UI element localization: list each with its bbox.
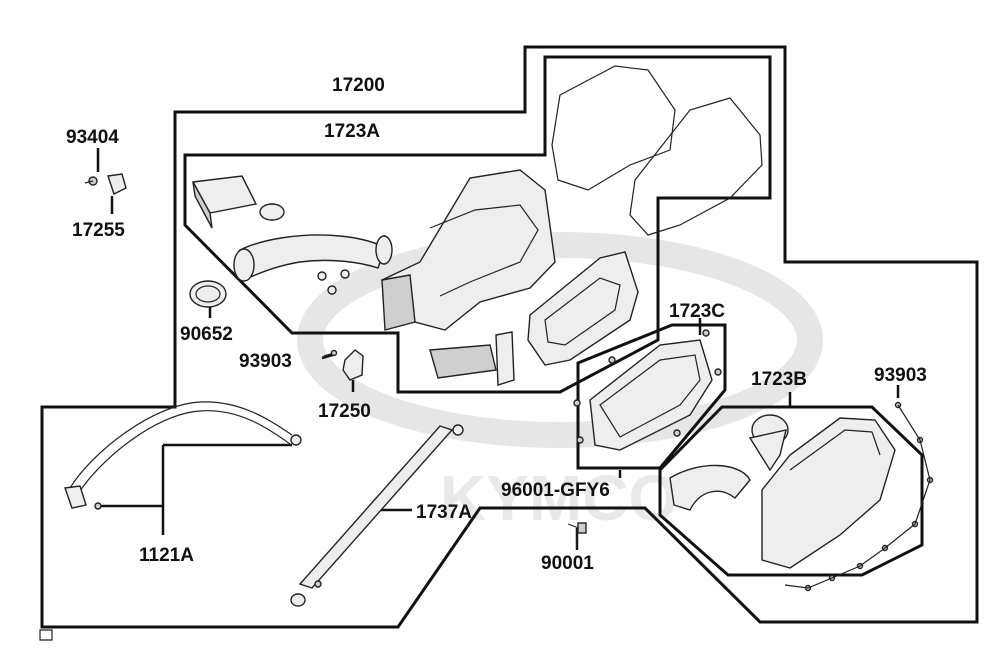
part-93903-screws-right — [784, 401, 934, 592]
part-small-fittings — [317, 269, 350, 295]
part-gasket-2 — [629, 97, 763, 236]
part-1723B-resonator — [748, 414, 896, 569]
label-93903-right: 93903 — [874, 365, 927, 386]
frame-1723A — [183, 55, 772, 394]
part-1737A-tube — [290, 424, 464, 607]
part-clamp-small — [259, 203, 285, 221]
label-96001-GFY6: 96001-GFY6 — [501, 480, 610, 501]
part-air-cleaner-case — [380, 169, 556, 331]
frame-1723B — [658, 405, 924, 577]
part-air-duct-box — [191, 175, 258, 229]
label-1723A: 1723A — [324, 121, 380, 142]
part-90001-bolt — [567, 522, 587, 548]
part-90652-clamp — [189, 280, 227, 308]
corner-mark — [39, 629, 53, 641]
label-93903-left: 93903 — [239, 351, 292, 372]
part-93903-screw-left — [323, 349, 338, 357]
label-1723B: 1723B — [751, 369, 807, 390]
part-1723B-elbow — [669, 464, 751, 511]
label-93404: 93404 — [66, 127, 119, 148]
label-90001: 90001 — [541, 553, 594, 574]
frame-17200 — [40, 45, 979, 629]
label-1723C: 1723C — [669, 301, 725, 322]
label-90652: 90652 — [180, 324, 233, 345]
watermark: KYMCO — [297, 232, 823, 534]
part-element-frame — [527, 251, 639, 366]
watermark-text: KYMCO — [440, 462, 678, 534]
label-1121A: 1121A — [139, 545, 194, 566]
part-tube-vertical — [495, 331, 515, 386]
frame-1723C — [576, 323, 727, 470]
label-1737A: 1737A — [416, 502, 472, 523]
leader-lines — [96, 148, 900, 550]
part-1121A-drain-hose — [64, 401, 302, 510]
label-17200: 17200 — [332, 75, 385, 96]
label-17255: 17255 — [72, 220, 125, 241]
part-gasket-1 — [551, 65, 676, 191]
part-intake-hose — [233, 234, 393, 282]
label-17250: 17250 — [318, 401, 371, 422]
part-1723C-cover — [573, 329, 722, 451]
part-filter-element — [429, 344, 497, 379]
part-17255-bracket — [107, 173, 127, 195]
part-17250-bracket — [342, 349, 364, 381]
part-93404-screw — [84, 176, 98, 186]
